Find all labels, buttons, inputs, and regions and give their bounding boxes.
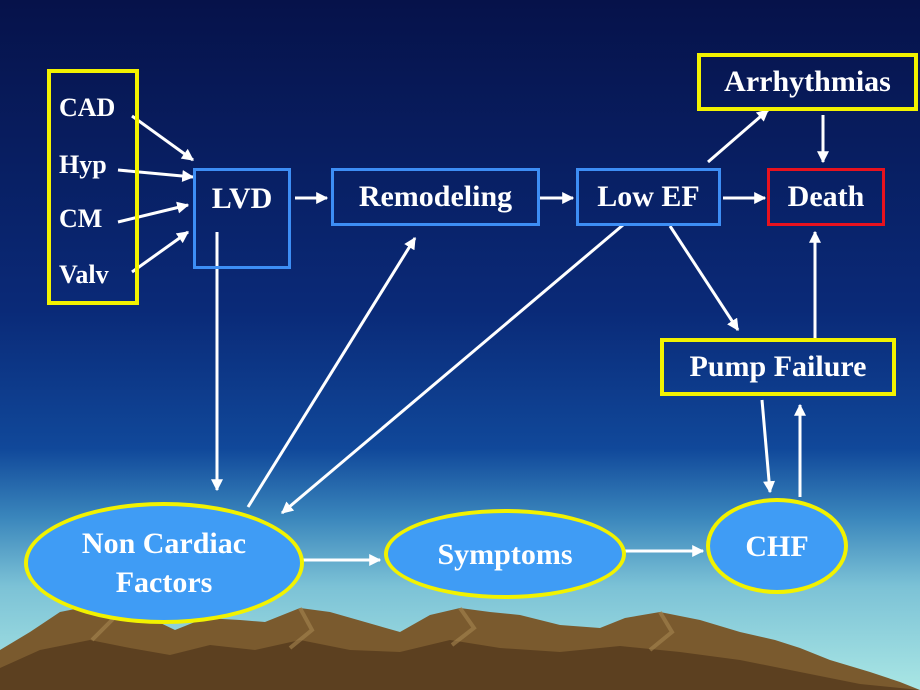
node-lvd-label: LVD	[211, 182, 273, 215]
node-lvd: LVD	[193, 168, 291, 269]
node-death: Death	[767, 168, 885, 226]
non-cardiac-label-line1: Non Cardiac	[81, 527, 247, 560]
arrow-low-ef-to-non-cardiac	[281, 223, 624, 515]
mountain-shadow	[0, 640, 920, 690]
node-pump-failure: Pump Failure	[660, 338, 896, 396]
node-death-label: Death	[787, 180, 865, 213]
arrow-low-ef-to-pump-failure	[668, 225, 740, 332]
non-cardiac-label-line2: Factors	[115, 566, 213, 599]
node-arrhythmias: Arrhythmias	[697, 53, 918, 111]
arrow-pump-failure-to-chf	[760, 399, 776, 494]
arrow-cm-to-lvd	[117, 201, 190, 224]
node-low-ef-label: Low EF	[597, 180, 700, 213]
arrow-cad-to-lvd	[131, 114, 194, 162]
arrow-valv-to-lvd	[131, 230, 189, 274]
node-remodeling: Remodeling	[331, 168, 540, 226]
cause-hyp: Hyp	[59, 150, 107, 179]
node-chf-label: CHF	[745, 529, 809, 563]
arrow-low-ef-to-arrhythmias	[707, 108, 769, 164]
arrow-hyp-to-lvd	[117, 168, 195, 182]
cause-cad: CAD	[59, 93, 116, 122]
cause-cm: CM	[59, 204, 103, 233]
node-symptoms-label: Symptoms	[437, 537, 573, 571]
causes-box	[47, 69, 139, 305]
node-low-ef: Low EF	[576, 168, 721, 226]
node-non-cardiac-factors: Non Cardiac Factors	[24, 502, 304, 624]
node-remodeling-label: Remodeling	[358, 180, 513, 213]
node-pump-failure-label: Pump Failure	[689, 350, 867, 383]
mountain-highlight	[90, 595, 675, 652]
node-arrhythmias-label: Arrhythmias	[724, 65, 891, 98]
node-symptoms: Symptoms	[384, 509, 626, 599]
arrow-non-cardiac-to-remodeling	[246, 236, 417, 508]
node-chf: CHF	[706, 498, 848, 594]
cause-valv: Valv	[59, 260, 109, 289]
